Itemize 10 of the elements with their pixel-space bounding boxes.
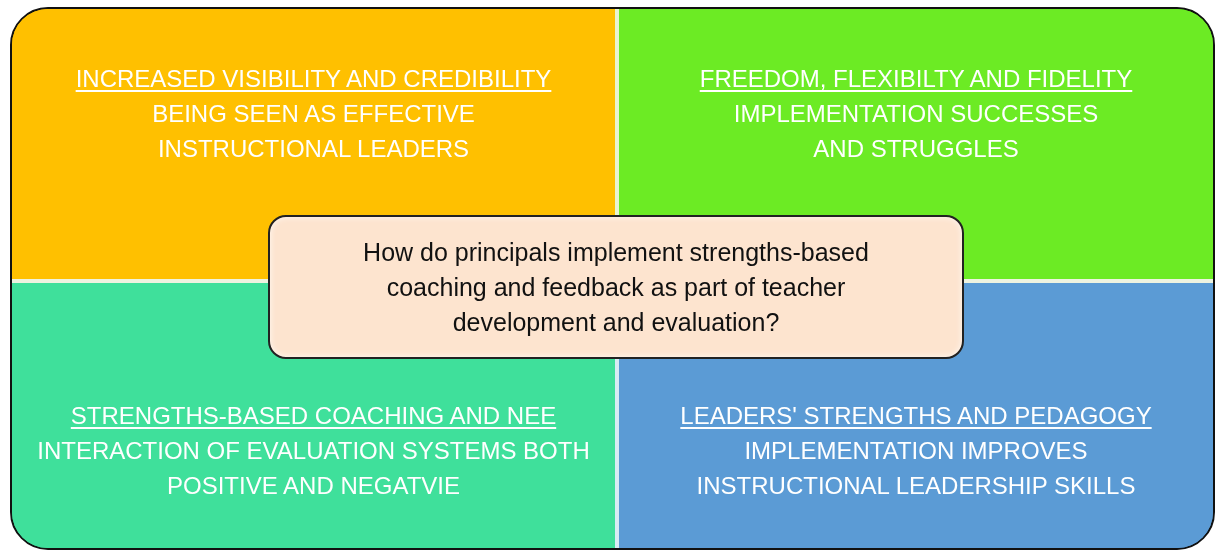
panel-text: IMPLEMENTATION IMPROVES INSTRUCTIONAL LEADERSHIP SKILLS	[695, 436, 1137, 501]
panel-heading: INCREASED VISIBILITY AND CREDIBILITY	[75, 64, 552, 94]
panel-heading: FREEDOM, FLEXIBILTY AND FIDELITY	[699, 64, 1133, 94]
panel-text: INTERACTION OF EVALUATION SYSTEMS BOTH POSITIVE AND NEGATVIE	[36, 436, 591, 501]
panel-heading: STRENGTHS-BASED COACHING AND NEE	[70, 401, 557, 431]
panel-heading: LEADERS' STRENGTHS AND PEDAGOGY	[680, 401, 1152, 431]
panel-text: BEING SEEN AS EFFECTIVE INSTRUCTIONAL LEADERS	[151, 99, 476, 164]
question-box	[268, 215, 964, 359]
panel-text: IMPLEMENTATION SUCCESSES AND STRUGGLES	[732, 99, 1100, 164]
question-text: How do principals implement strengths-based coaching and feedback as part of teacher development and evaluation?	[362, 236, 870, 338]
